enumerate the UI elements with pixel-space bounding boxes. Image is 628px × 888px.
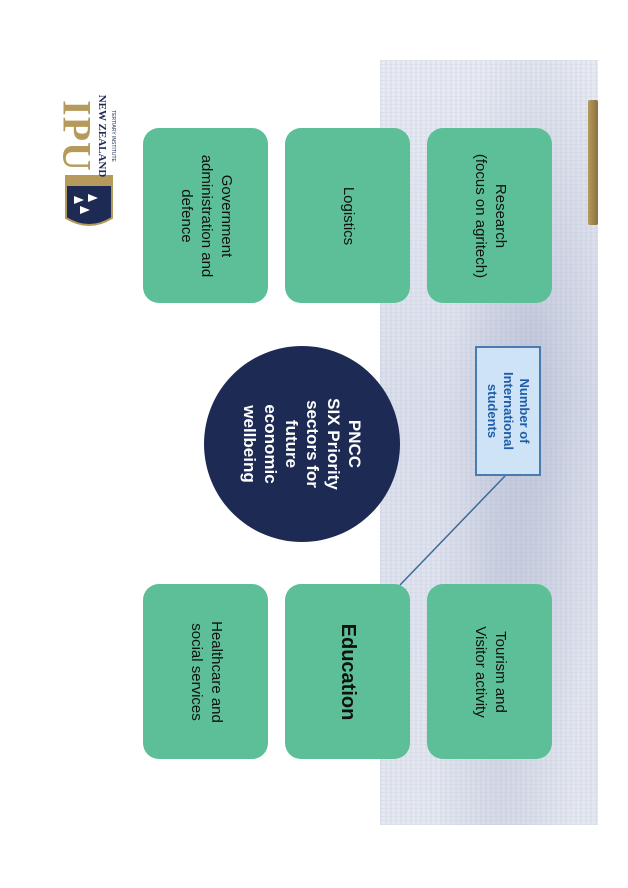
sector-label: Education bbox=[336, 623, 359, 720]
center-circle: PNCC SIX Priority sectors for future eco… bbox=[204, 346, 400, 542]
sector-label: Government administration and defence bbox=[177, 154, 235, 277]
sector-box-research: Research (focus on agritech) bbox=[427, 128, 552, 303]
sector-box-healthcare: Healthcare and social services bbox=[143, 584, 268, 759]
sector-label: Research (focus on agritech) bbox=[471, 153, 509, 278]
shield-icon bbox=[65, 175, 113, 226]
gold-accent-bar bbox=[588, 100, 598, 225]
sector-label: Healthcare and social services bbox=[187, 620, 225, 723]
sector-label: Logistics bbox=[339, 186, 357, 245]
note-label: Number of International students bbox=[485, 371, 532, 450]
sector-box-education: Education bbox=[285, 584, 410, 759]
sector-label: Tourism and Visitor activity bbox=[471, 625, 509, 718]
ipu-logo: IPU NEW ZEALAND TERTIARY INSTITUTE bbox=[55, 95, 120, 230]
sector-box-tourism: Tourism and Visitor activity bbox=[427, 584, 552, 759]
international-students-note: Number of International students bbox=[475, 346, 541, 476]
sector-box-logistics: Logistics bbox=[285, 128, 410, 303]
center-label: PNCC SIX Priority sectors for future eco… bbox=[240, 398, 364, 490]
sector-box-government: Government administration and defence bbox=[143, 128, 268, 303]
